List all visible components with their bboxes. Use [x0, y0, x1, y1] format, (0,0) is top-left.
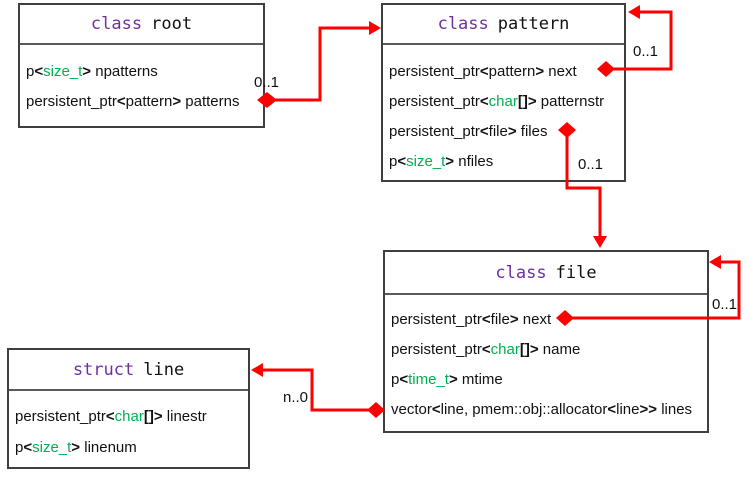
- class-name-root: root: [151, 14, 193, 34]
- field-row: persistent_ptr<file> files: [389, 123, 548, 140]
- field-row: p<size_t> nfiles: [389, 153, 494, 170]
- multiplicity-label-pattern-files: 0..1: [578, 156, 604, 173]
- arrowhead-icon: [251, 363, 263, 377]
- class-name-file: file: [555, 262, 597, 283]
- multiplicity-label-pattern-next: 0..1: [633, 43, 659, 60]
- arrowhead-icon: [709, 255, 721, 269]
- field-row: persistent_ptr<char[]> patternstr: [389, 93, 605, 110]
- class-root-fields: p<size_t> npatterns persistent_ptr<patter…: [20, 45, 263, 126]
- field-row: persistent_ptr<pattern> next: [389, 63, 577, 80]
- multiplicity-label-file-lines: n..0: [283, 389, 309, 406]
- field-row: persistent_ptr<file> next: [391, 311, 552, 328]
- struct-box-line: struct line persistent_ptr<char[]> lines…: [7, 348, 250, 469]
- class-box-root: class root p<size_t> npatterns persistent…: [18, 3, 265, 128]
- association-root-patterns-to-pattern: [257, 21, 381, 108]
- arrowhead-icon: [628, 5, 640, 19]
- class-box-pattern: class pattern persistent_ptr<pattern> ne…: [381, 3, 626, 182]
- field-row: persistent_ptr<char[]> linestr: [15, 408, 207, 425]
- field-row: p<size_t> linenum: [15, 439, 137, 456]
- multiplicity-label-root-patterns: 0..1: [254, 74, 280, 91]
- class-root-title: class root: [20, 5, 263, 45]
- class-pattern-title: class pattern: [383, 5, 624, 45]
- field-row: persistent_ptr<pattern> patterns: [26, 93, 240, 110]
- arrowhead-icon: [369, 21, 381, 35]
- multiplicity-label-file-next: 0..1: [712, 296, 738, 313]
- association-file-lines-to-line: [251, 363, 385, 418]
- struct-line-title: struct line: [9, 350, 248, 391]
- struct-line-fields: persistent_ptr<char[]> linestr p<size_t> …: [9, 391, 248, 467]
- class-pattern-fields: persistent_ptr<pattern> next persistent_p…: [383, 45, 624, 180]
- class-name-pattern: pattern: [497, 14, 570, 34]
- field-row: persistent_ptr<char[]> name: [391, 341, 581, 358]
- keyword-class: class: [90, 14, 143, 34]
- field-row: p<size_t> npatterns: [26, 63, 158, 80]
- keyword-class: class: [495, 262, 547, 283]
- keyword-class: class: [437, 14, 489, 34]
- class-file-fields: persistent_ptr<file> next persistent_ptr<…: [385, 295, 707, 431]
- struct-name-line: line: [143, 359, 185, 380]
- field-row: vector<line, pmem::obj::allocator<line>>…: [391, 401, 693, 418]
- class-file-title: class file: [385, 252, 707, 295]
- arrowhead-icon: [593, 236, 607, 248]
- keyword-struct: struct: [72, 359, 135, 380]
- field-row: p<time_t> mtime: [391, 371, 503, 388]
